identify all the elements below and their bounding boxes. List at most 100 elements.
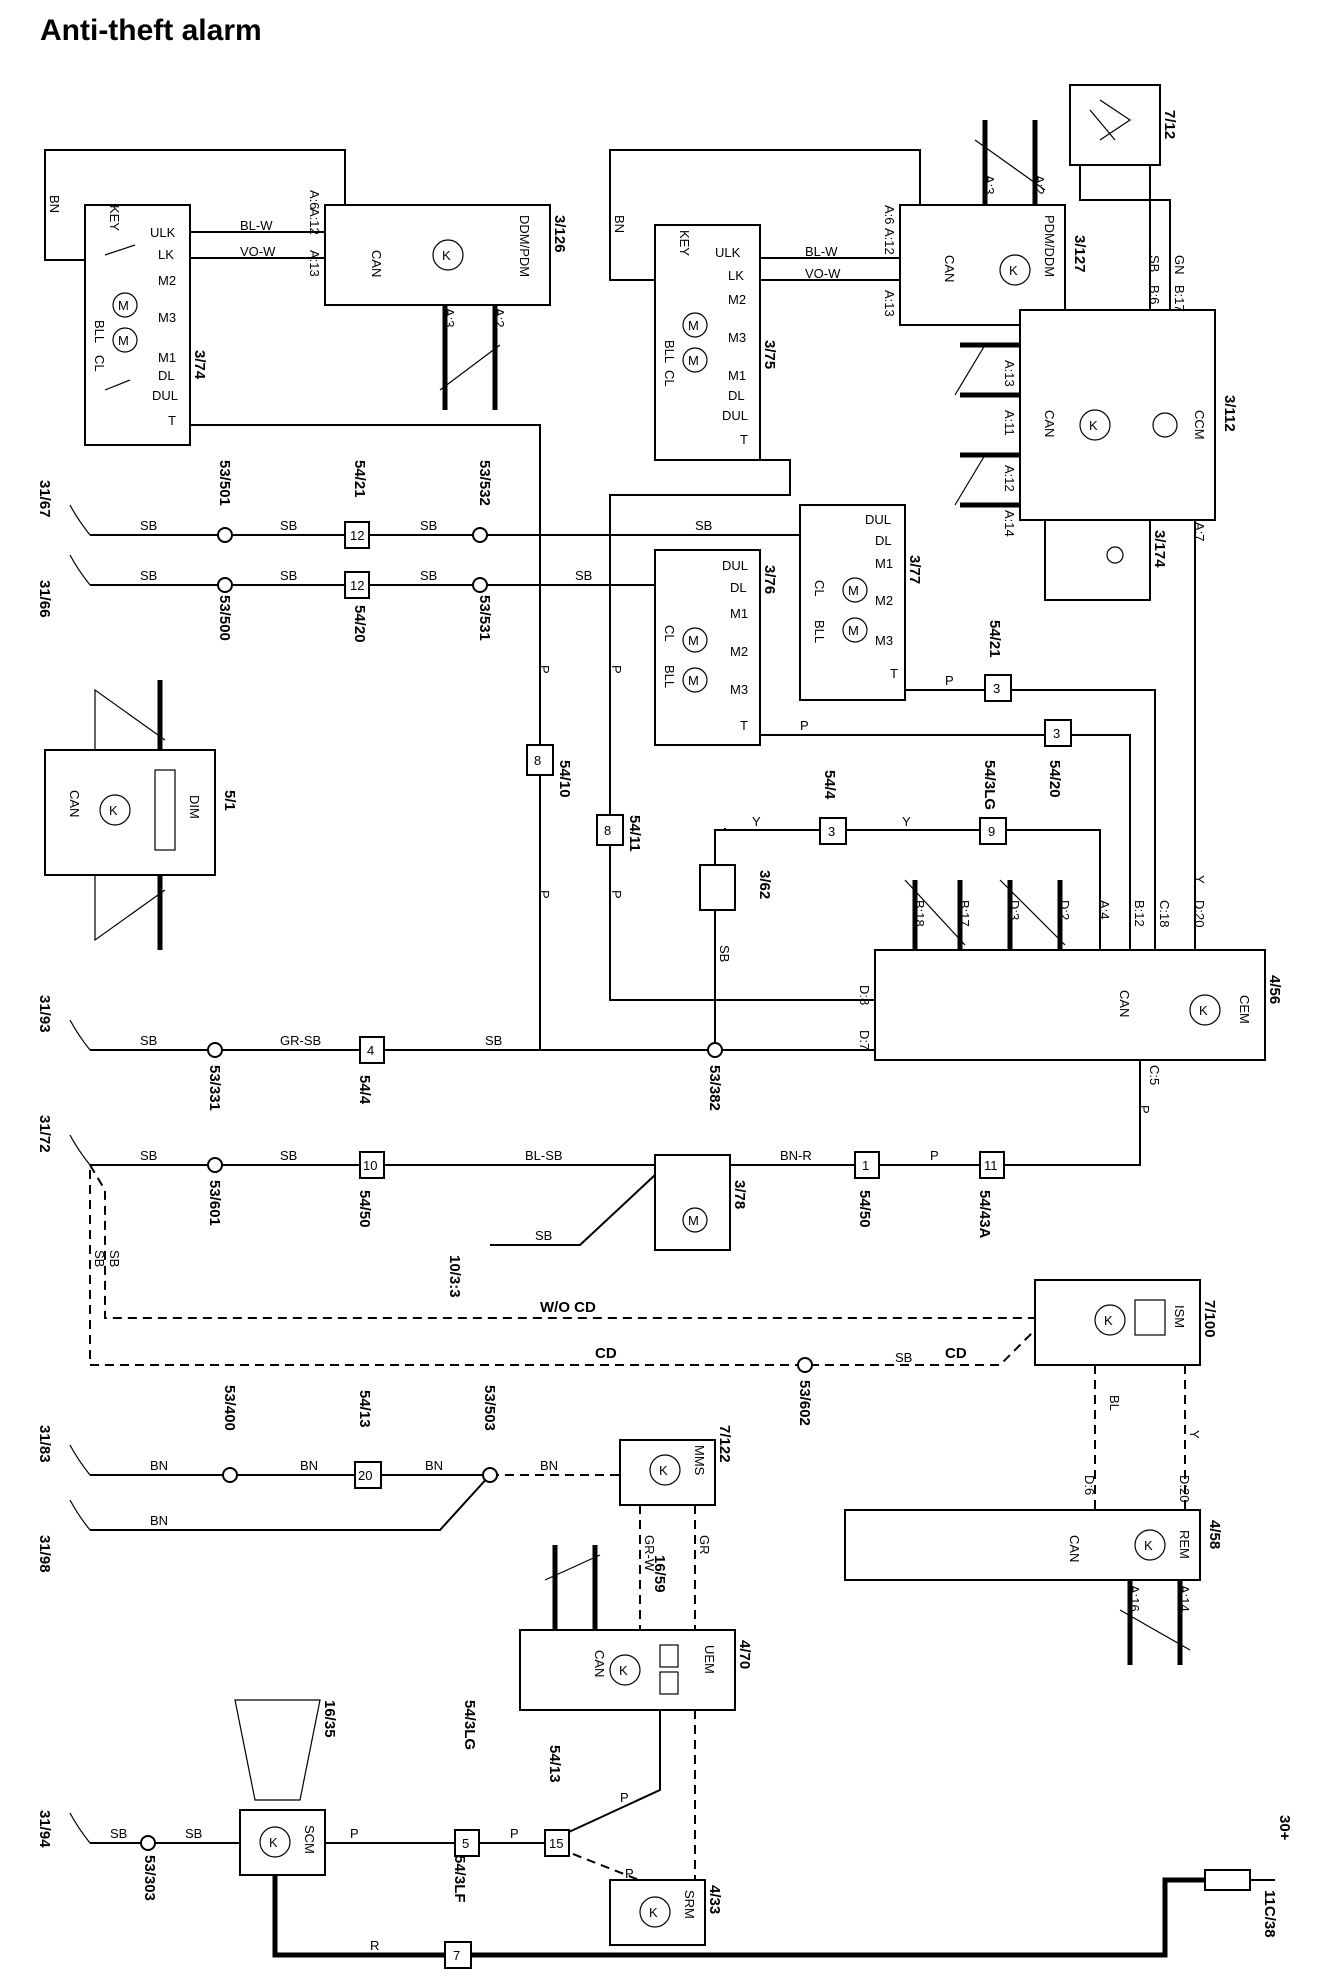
svg-text:D:8: D:8 [857,985,872,1005]
svg-text:GR-SB: GR-SB [280,1033,321,1048]
svg-text:8: 8 [604,823,611,838]
svg-text:BLL: BLL [662,340,677,363]
svg-text:SRM: SRM [682,1890,697,1919]
svg-text:SB: SB [280,568,297,583]
svg-text:SB: SB [140,568,157,583]
svg-text:P: P [625,1866,634,1881]
svg-text:M3: M3 [158,310,176,325]
ism-module: K ISM 7/100 [1034,1279,1218,1366]
svg-text:BL-W: BL-W [805,244,838,259]
lock-unit-rf: 3/75 ULK LK M2 M3 M1 DL DUL T M M BLL CL… [654,224,778,461]
svg-text:BN: BN [540,1458,558,1473]
svg-text:CAN: CAN [369,250,384,277]
cem-id: 4/56 [1266,975,1283,1004]
svg-text:1: 1 [862,1158,869,1173]
svg-text:54/10: 54/10 [556,760,573,798]
svg-text:3/174: 3/174 [1151,530,1168,568]
svg-text:K: K [1199,1003,1208,1018]
svg-text:M: M [688,353,699,368]
label-without-cd: W/O CD [540,1299,596,1316]
svg-text:CL: CL [92,355,107,372]
svg-text:BN-R: BN-R [780,1148,812,1163]
svg-text:ISM: ISM [1172,1305,1187,1328]
dim-module: K CAN DIM 5/1 [44,749,238,876]
rem-id: 4/58 [1206,1520,1223,1549]
svg-text:PDM/DDM: PDM/DDM [1042,215,1057,277]
svg-text:SB: SB [107,1250,122,1267]
svg-text:SB: SB [140,518,157,533]
svg-text:53/503: 53/503 [481,1385,498,1431]
ground-31-66: 31/66 [36,580,53,618]
svg-text:P: P [350,1826,359,1841]
svg-text:54/20: 54/20 [1046,760,1063,798]
svg-text:BN: BN [47,195,62,213]
svg-text:M1: M1 [730,606,748,621]
svg-text:M: M [688,1213,699,1228]
svg-text:53/500: 53/500 [216,595,233,641]
svg-text:M2: M2 [730,644,748,659]
svg-text:54/21: 54/21 [351,460,368,498]
svg-text:Y: Y [1192,875,1207,884]
svg-text:A:13: A:13 [307,250,322,277]
svg-text:SB: SB [110,1826,127,1841]
svg-text:CL: CL [662,370,677,387]
svg-text:53/331: 53/331 [206,1065,223,1111]
svg-text:P: P [537,665,552,674]
svg-text:M3: M3 [728,330,746,345]
svg-text:A:6: A:6 [882,205,897,225]
svg-text:K: K [442,248,451,263]
svg-text:Y: Y [902,814,911,829]
lock-rr-id: 3/76 [761,565,778,594]
svg-text:20: 20 [358,1468,372,1483]
svg-text:BN: BN [150,1458,168,1473]
svg-text:R: R [370,1938,379,1953]
svg-text:DL: DL [158,368,175,383]
svg-text:8: 8 [534,753,541,768]
svg-text:BN: BN [425,1458,443,1473]
svg-text:C:18: C:18 [1157,900,1172,927]
svg-text:M: M [848,583,859,598]
svg-text:K: K [109,803,118,818]
scm-housing [234,1699,321,1801]
svg-text:12: 12 [350,578,364,593]
svg-text:11: 11 [984,1158,998,1173]
svg-text:B:17: B:17 [1172,285,1187,312]
svg-text:M: M [118,333,129,348]
svg-text:54/20: 54/20 [351,605,368,643]
svg-text:BLL: BLL [92,320,107,343]
svg-text:P: P [1137,1105,1152,1114]
svg-text:BLL: BLL [812,620,827,643]
svg-text:54/13: 54/13 [546,1745,563,1783]
lock-unit-lf: 3/74 ULK LK M2 M3 M1 DL DUL T M M BLL CL… [84,204,208,446]
label-cd-2: CD [945,1345,967,1362]
svg-text:A:12: A:12 [882,228,897,255]
svg-text:VO-W: VO-W [805,266,841,281]
fuse-id: 11C/38 [1261,1890,1278,1938]
svg-text:P: P [609,665,624,674]
svg-text:BN: BN [300,1458,318,1473]
uem-module: K CAN UEM 4/70 [519,1629,753,1711]
svg-text:VO-W: VO-W [240,244,276,259]
svg-text:GN: GN [1172,255,1187,275]
svg-text:ULK: ULK [715,245,741,260]
svg-text:M2: M2 [728,292,746,307]
svg-text:SB: SB [575,568,592,583]
lock-unit-lr: 3/77 DUL DL M1 M2 M3 T M M CL BLL [799,504,923,701]
svg-text:SB: SB [895,1350,912,1365]
svg-text:A:4: A:4 [1097,900,1112,920]
ground-31-67: 31/67 [36,480,53,518]
svg-text:SB: SB [535,1228,552,1243]
ism-id: 7/100 [1201,1300,1218,1338]
svg-text:12: 12 [350,528,364,543]
svg-text:53/531: 53/531 [476,595,493,641]
svg-text:BL-W: BL-W [240,218,273,233]
svg-text:D:20: D:20 [1192,900,1207,927]
svg-text:DL: DL [875,533,892,548]
ref-10-3-3: 10/3:3 [446,1255,463,1298]
svg-text:D:20: D:20 [1177,1475,1192,1502]
svg-text:5: 5 [462,1836,469,1851]
svg-text:16/59: 16/59 [651,1555,668,1593]
svg-text:B:12: B:12 [1132,900,1147,927]
svg-text:D:7: D:7 [857,1030,872,1050]
svg-text:K: K [1009,263,1018,278]
